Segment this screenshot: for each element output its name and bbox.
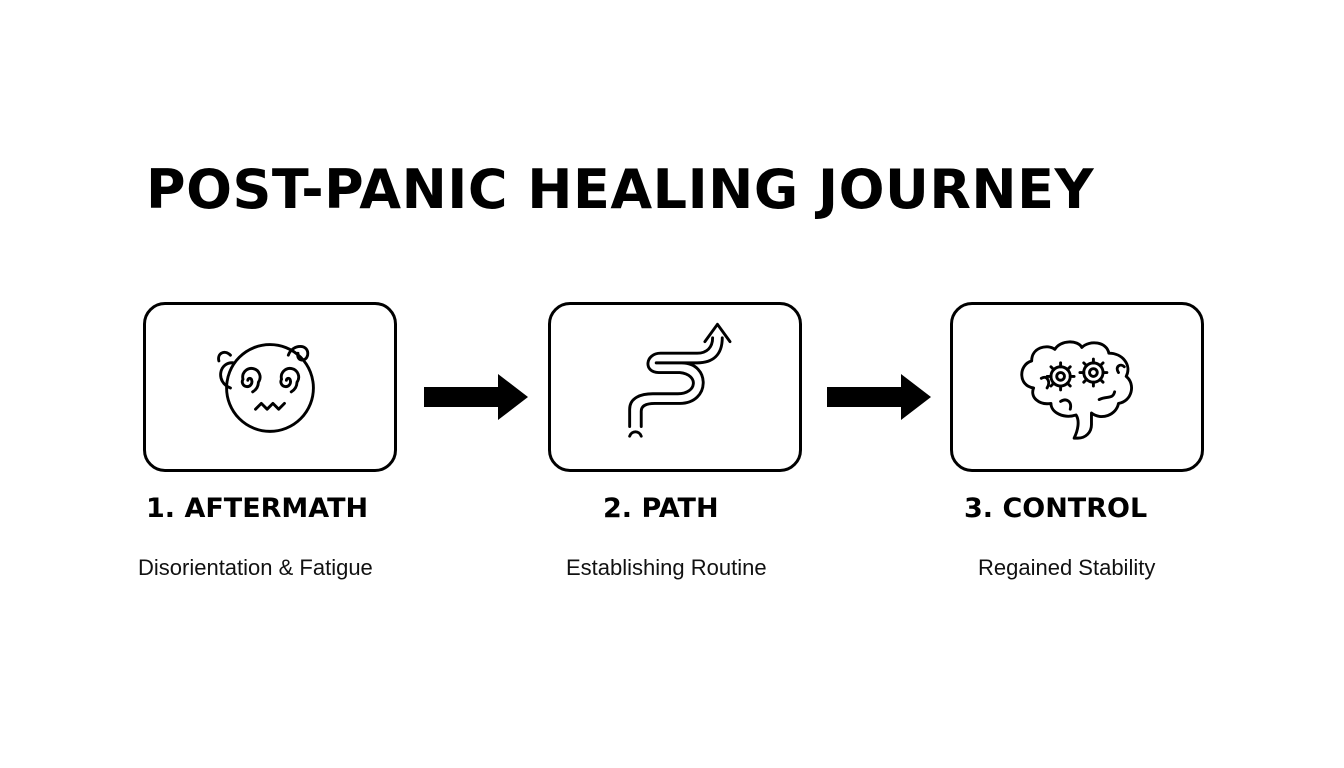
brain-gears-icon	[1020, 340, 1133, 440]
step-card-control	[950, 302, 1204, 472]
step-description-aftermath: Disorientation & Fatigue	[138, 555, 373, 580]
step-label-path: 2. PATH	[603, 493, 719, 524]
step-label-aftermath: 1. AFTERMATH	[146, 493, 369, 524]
right-arrow-icon	[424, 374, 528, 420]
diagram-title: POST-PANIC HEALING JOURNEY	[146, 158, 1095, 221]
step-description-path: Establishing Routine	[566, 555, 767, 580]
step-label-control: 3. CONTROL	[964, 493, 1148, 524]
step-description-control: Regained Stability	[978, 555, 1156, 580]
step-card-aftermath	[143, 302, 397, 472]
step-card-path	[548, 302, 802, 472]
winding-path-arrow-icon	[628, 322, 732, 438]
dizzy-face-icon	[217, 343, 315, 433]
right-arrow-icon	[827, 374, 931, 420]
